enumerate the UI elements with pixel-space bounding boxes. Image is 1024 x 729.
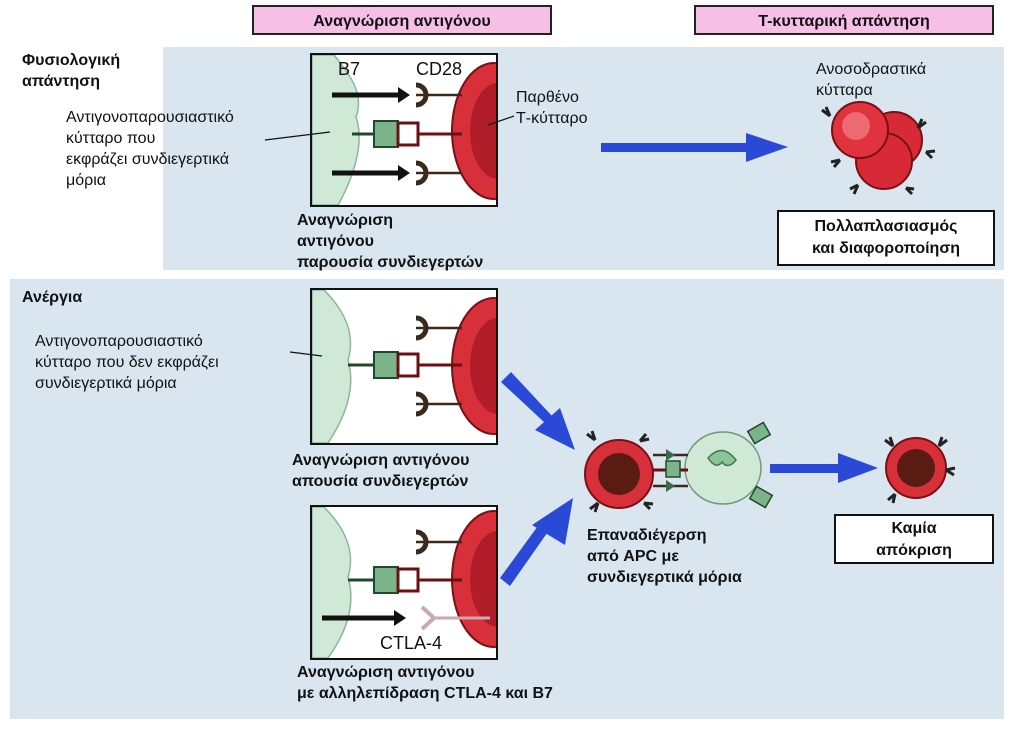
ctla4-box [310,505,498,660]
physiological-title: Φυσιολογική απάντηση [22,52,121,90]
effector-cells-label: Ανοσοδραστικά κύτταρα [816,61,927,99]
apc-no-costim-label: Αντιγονοπαρουσιαστικό κύτταρο που δεν εκ… [35,333,219,392]
arrow-ctla4-to-restim [500,498,573,586]
arrow-no-costim-to-restim [501,372,575,450]
t-cell-inner [470,83,496,179]
unresponsive-t-cell [884,436,956,504]
naive-tcell-label: Παρθένο Τ-κύτταρο [516,89,588,127]
apc-no-costim-pointer [289,351,323,357]
apc-costim-label: Αντιγονοπαρουσιαστικό κύτταρο που εκφράζ… [66,109,234,189]
costim-caption: Αναγνώριση αντιγόνου παρουσία συνδιεγερτ… [297,212,484,271]
anergy-title: Ανέργια [22,289,83,306]
no-costimulation-box [310,288,498,445]
restimulation-label: Επαναδιέγερση από APC με συνδιεγερτικά μ… [587,527,742,586]
recognition-header: Αναγνώριση αντιγόνου [252,5,552,35]
anergy-panel [10,279,1004,719]
mhc-icon [373,120,399,148]
arrow-to-no-response [770,453,878,483]
ctla4-caption: Αναγνώριση αντιγόνου με αλληλεπίδραση CT… [297,664,553,702]
apc-cell [312,290,352,443]
no-costim-caption: Αναγνώριση αντιγόνου απουσία συνδιεγερτώ… [292,452,470,490]
response-header: Τ-κυτταρική απάντηση [694,5,994,35]
arrow-to-effector [601,133,788,162]
restimulation-cluster [584,421,774,513]
naive-tcell-pointer [487,115,515,126]
ctla4-label: CTLA-4 [380,633,443,653]
proliferation-outcome-box: Πολλαπλασιασμός και διαφοροποίηση [777,210,995,266]
cd28-label: CD28 [416,59,463,79]
costim-apc-cell [684,431,762,505]
costimulation-box [310,53,498,207]
effector-cells-icon [821,101,936,196]
b7-head-icon [398,87,410,103]
no-response-outcome-box: Καμία απόκριση [834,514,994,564]
b7-label: B7 [338,59,361,79]
apc-costim-pointer [264,131,331,141]
